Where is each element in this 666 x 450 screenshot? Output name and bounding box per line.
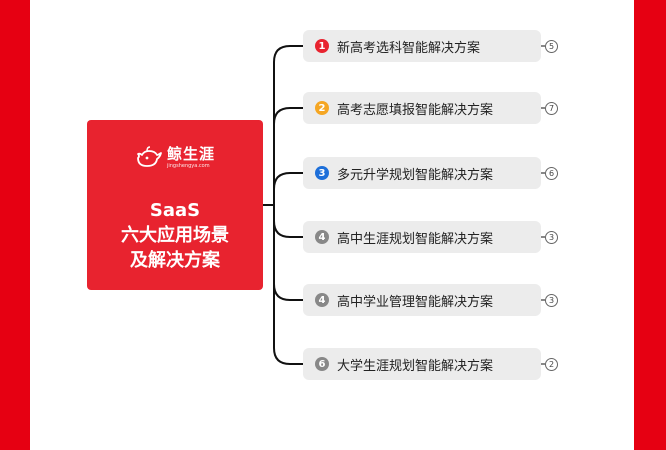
branch-node-2[interactable]: 2 高考志愿填报智能解决方案: [303, 92, 541, 124]
child-count-badge-3[interactable]: 6: [545, 167, 558, 180]
brand-logo: 鲸生涯 jingshengya.com: [87, 146, 263, 176]
brand-url: jingshengya.com: [166, 163, 210, 169]
branch-connector-3: [273, 172, 303, 205]
branch-label-6: 大学生涯规划智能解决方案: [337, 358, 494, 374]
branch-connector-2: [273, 107, 303, 205]
child-count-badge-2[interactable]: 7: [545, 102, 558, 115]
number-badge-2: 2: [315, 101, 329, 115]
number-badge-4: 4: [315, 230, 329, 244]
branch-connector-5: [273, 205, 303, 301]
child-count-badge-1[interactable]: 5: [545, 40, 558, 53]
number-badge-6: 6: [315, 357, 329, 371]
mindmap-canvas: 鲸生涯 jingshengya.com SaaS 六大应用场景 及解决方案 1 …: [30, 0, 634, 450]
branch-node-3[interactable]: 3 多元升学规划智能解决方案: [303, 157, 541, 189]
connector-lines: [263, 45, 545, 365]
branch-connector-6: [273, 205, 303, 365]
branch-connector-1: [273, 45, 303, 205]
central-title-line-2: 六大应用场景: [121, 225, 229, 246]
branch-label-5: 高中学业管理智能解决方案: [337, 294, 494, 310]
number-badge-1: 1: [315, 39, 329, 53]
whale-icon: [137, 146, 162, 167]
child-count-badge-4[interactable]: 3: [545, 231, 558, 244]
branch-node-4[interactable]: 4 高中生涯规划智能解决方案: [303, 221, 541, 253]
branch-label-1: 新高考选科智能解决方案: [337, 40, 481, 56]
branch-label-2: 高考志愿填报智能解决方案: [337, 102, 494, 118]
brand-name: 鲸生涯: [166, 145, 215, 163]
branch-label-4: 高中生涯规划智能解决方案: [337, 231, 494, 247]
branch-node-5[interactable]: 4 高中学业管理智能解决方案: [303, 284, 541, 316]
number-badge-3: 3: [315, 166, 329, 180]
central-topic[interactable]: 鲸生涯 jingshengya.com SaaS 六大应用场景 及解决方案: [87, 120, 263, 290]
child-count-badge-6[interactable]: 2: [545, 358, 558, 371]
branch-node-1[interactable]: 1 新高考选科智能解决方案: [303, 30, 541, 62]
branch-connector-4: [273, 205, 303, 238]
central-title: SaaS 六大应用场景 及解决方案: [87, 198, 263, 273]
central-title-line-3: 及解决方案: [130, 250, 220, 271]
branch-label-3: 多元升学规划智能解决方案: [337, 167, 494, 183]
branch-node-6[interactable]: 6 大学生涯规划智能解决方案: [303, 348, 541, 380]
child-count-badge-5[interactable]: 3: [545, 294, 558, 307]
central-title-line-1: SaaS: [149, 200, 201, 221]
number-badge-5: 4: [315, 293, 329, 307]
